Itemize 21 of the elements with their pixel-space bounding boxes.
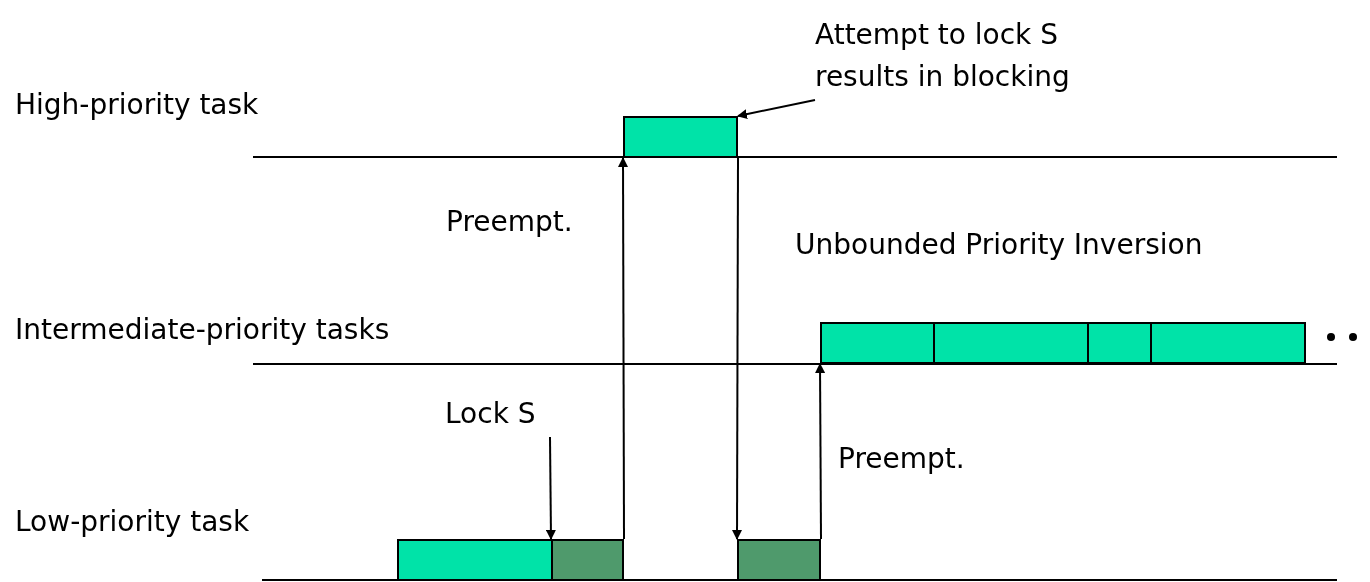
callout-text: Attempt to lock S results in blocking xyxy=(815,14,1115,100)
row-label: Intermediate-priority tasks xyxy=(15,313,390,346)
execution-bar xyxy=(397,539,553,581)
execution-bar xyxy=(737,539,821,581)
callout-text: Lock S xyxy=(445,393,550,437)
arrow xyxy=(815,363,826,540)
execution-bar xyxy=(1087,322,1152,364)
edge-label: Preempt. xyxy=(446,205,573,238)
execution-bar xyxy=(623,116,738,158)
execution-bar xyxy=(820,322,935,364)
leader-line xyxy=(545,436,556,540)
annotation: Unbounded Priority Inversion xyxy=(795,228,1203,261)
execution-bar xyxy=(551,539,624,581)
arrow xyxy=(732,157,742,540)
execution-bar xyxy=(1150,322,1306,364)
arrow xyxy=(618,157,628,540)
execution-bar xyxy=(933,322,1089,364)
row-label: Low-priority task xyxy=(15,505,250,538)
edge-label: Preempt. xyxy=(838,442,965,475)
row-label: High-priority task xyxy=(15,88,259,121)
leader-line xyxy=(737,99,816,120)
